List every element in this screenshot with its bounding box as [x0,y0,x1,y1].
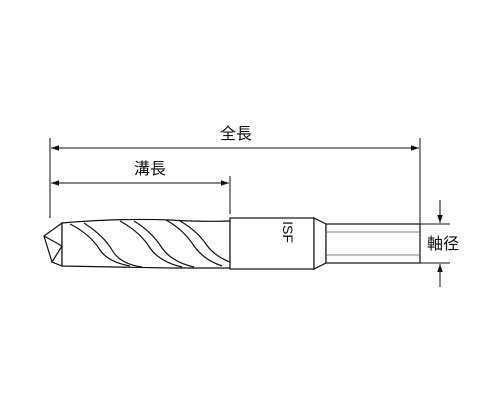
brand-mark: ISF [280,221,296,243]
shank-diameter-label: 軸径 [427,235,459,253]
overall-length-label: 全長 [220,125,252,143]
flute-helix-5 [165,219,223,267]
drill-body [43,217,421,270]
flute-body [61,218,231,269]
flute-helix-2 [83,222,143,268]
flute-length-label: 溝長 [134,160,166,178]
flute-helix-1 [69,223,131,267]
flute-helix-4 [133,220,195,268]
shank-main-section [229,217,315,270]
flute-helix-3 [119,220,183,268]
flute-helix-6 [179,220,231,263]
reduced-shank [325,223,421,264]
shank-shoulder [313,217,327,270]
